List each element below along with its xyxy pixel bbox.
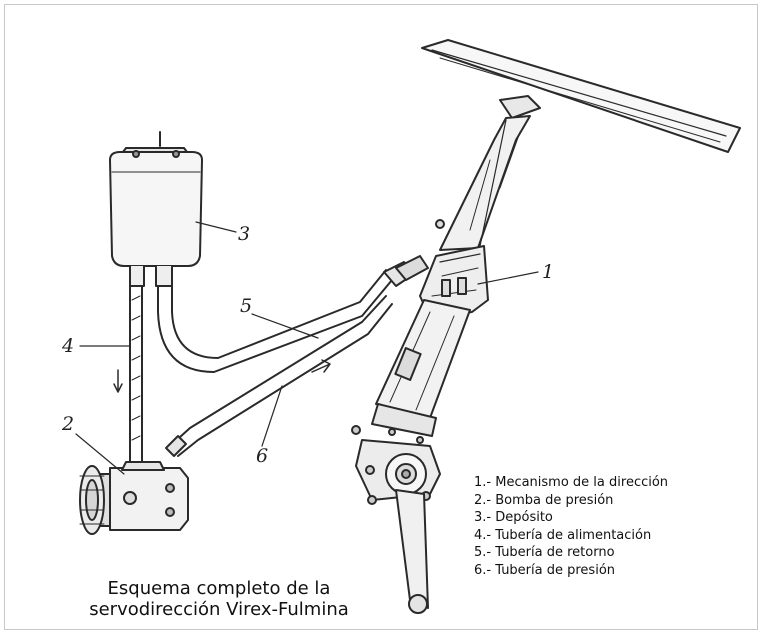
supply-pipe (113, 285, 143, 463)
caption-line-1: Esquema completo de la (107, 578, 331, 599)
leader-line-5 (251, 313, 319, 339)
pressure-pipe (165, 295, 393, 457)
callout-1: 1 (542, 261, 554, 283)
callout-5: 5 (240, 295, 252, 317)
callout-2: 2 (61, 413, 74, 435)
callout-6: 6 (256, 445, 268, 467)
diagram-caption: Esquema completo de la servodirección Vi… (44, 578, 394, 620)
callout-3: 3 (238, 223, 250, 245)
legend-item-5: 5.- Tubería de retorno (474, 545, 615, 561)
legend-item-2: 2.- Bomba de presión (474, 492, 614, 508)
legend-item-1: 1.- Mecanismo de la dirección (474, 475, 669, 490)
caption-line-2: servodirección Virex-Fulmina (89, 599, 349, 620)
leader-lines (75, 221, 539, 475)
steering-mechanism (351, 245, 489, 614)
leader-line-3 (195, 221, 237, 233)
callout-4: 4 (61, 335, 74, 357)
legend-item-3: 3.- Depósito (474, 510, 553, 526)
legend-item-6: 6.- Tubería de presión (474, 562, 616, 578)
leader-line-2 (75, 433, 125, 475)
leader-line-1 (477, 271, 539, 285)
steering-wheel (421, 39, 741, 153)
reservoir (109, 131, 203, 287)
legend-item-4: 4.- Tubería de alimentación (474, 527, 652, 543)
pump (79, 461, 189, 535)
leader-line-6 (261, 385, 283, 447)
parts-legend: 1.- Mecanismo de la dirección 2.- Bomba … (474, 474, 668, 580)
return-pipe (157, 255, 429, 373)
steering-column (435, 115, 531, 251)
